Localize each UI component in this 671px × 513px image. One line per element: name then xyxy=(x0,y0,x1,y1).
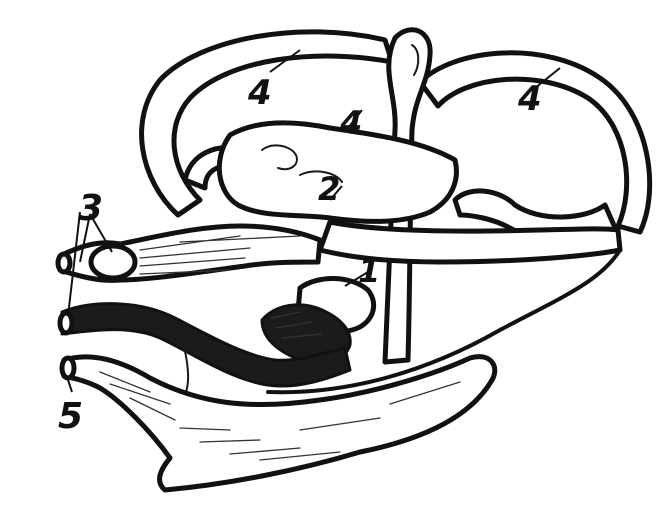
vestibular-nerve xyxy=(58,226,320,280)
label-4-right: 4 xyxy=(517,79,542,119)
label-4-left: 4 xyxy=(247,73,272,113)
label-3: 3 xyxy=(78,188,103,229)
label-1: 1 xyxy=(358,252,380,290)
nerve-ganglion xyxy=(91,246,135,278)
cochlear-end-cap xyxy=(60,313,72,333)
base-end-cap xyxy=(62,358,74,378)
nerve-end-cap xyxy=(58,254,70,272)
label-5: 5 xyxy=(58,396,83,437)
label-4-center: 4 xyxy=(339,104,362,142)
label-2: 2 xyxy=(318,170,340,208)
saccule xyxy=(262,278,374,363)
